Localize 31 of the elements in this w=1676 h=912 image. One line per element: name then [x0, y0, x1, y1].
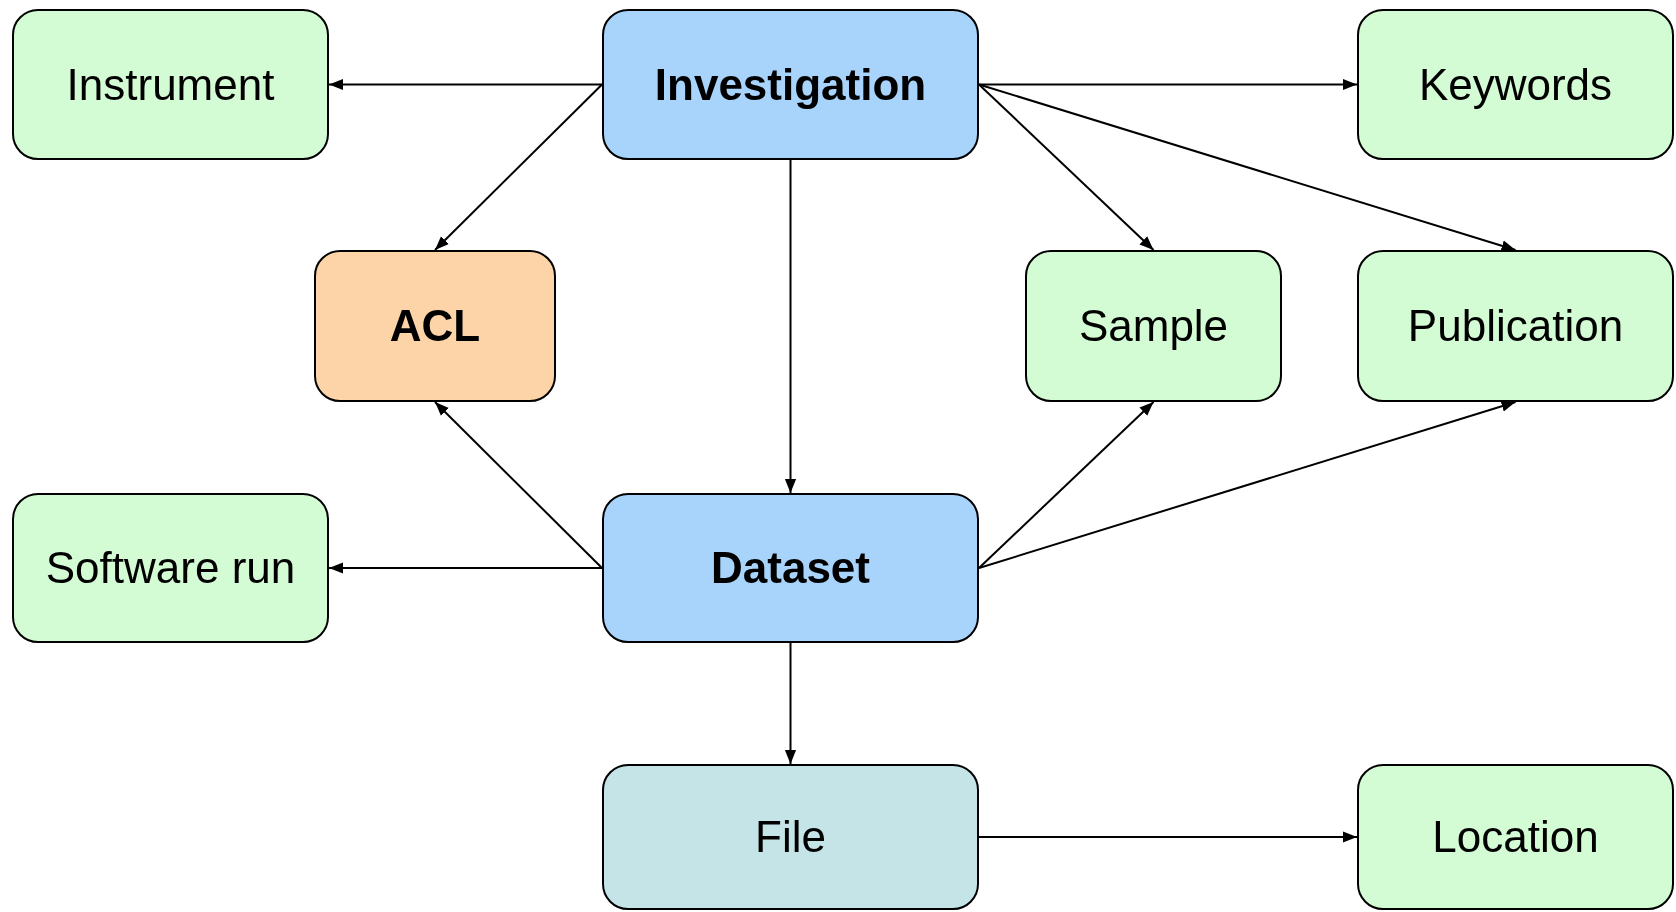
arrow [784, 642, 797, 765]
entity-label: File [755, 812, 826, 862]
arrow [978, 831, 1358, 843]
entity-box [602, 9, 979, 160]
entity-box [1357, 764, 1674, 910]
arrow [784, 159, 797, 494]
entity-box [12, 9, 329, 160]
entity-label: Instrument [66, 59, 275, 110]
entity-box [1357, 9, 1674, 160]
entity-label: Location [1432, 812, 1599, 862]
entity-box [12, 493, 329, 643]
entity-box [314, 250, 556, 402]
arrow [978, 401, 1155, 569]
arrow [978, 83, 1155, 251]
entity-box [602, 764, 979, 910]
entity-label: Keywords [1418, 59, 1613, 110]
entity-label: Investigation [654, 59, 927, 110]
entity-box [1025, 250, 1282, 402]
arrow [978, 400, 1517, 569]
entity-label: ACL [389, 301, 481, 351]
arrow [978, 83, 1517, 252]
entity-label: Dataset [711, 543, 870, 593]
entity-label: Software run [45, 543, 296, 593]
arrow [328, 78, 603, 91]
arrow [434, 401, 603, 569]
entity-box [1357, 250, 1674, 402]
arrow [328, 562, 603, 574]
entity-box [602, 493, 979, 643]
entity-label: Sample [1078, 301, 1229, 351]
arrow [434, 83, 603, 251]
entity-label: Publication [1407, 301, 1624, 351]
